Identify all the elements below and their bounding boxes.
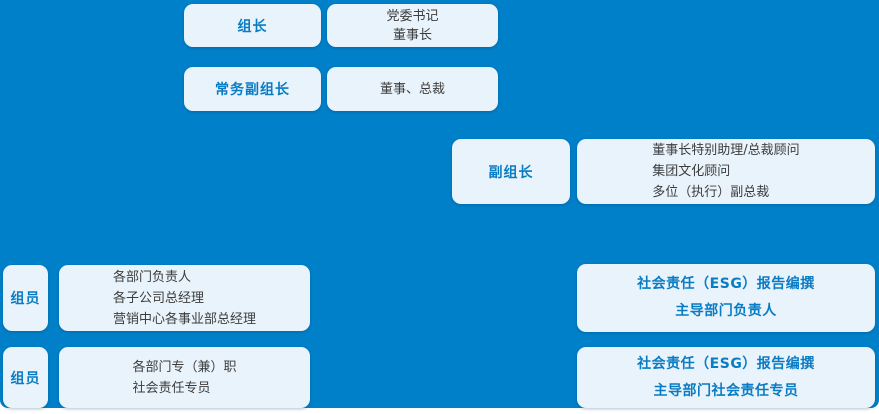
- node-member2-role-label: 组员: [10, 370, 41, 387]
- member-line: 董事、总裁: [379, 81, 445, 97]
- member-line: 集团文化顾问: [652, 164, 731, 179]
- member-line: 社会责任专员: [132, 380, 211, 396]
- member-line: 董事长特别助理/总裁顾问: [652, 143, 800, 158]
- esg-line: 主导部门负责人: [675, 303, 777, 319]
- esg-panel-lead-department-text: 社会责任（ESG）报告编撰 主导部门负责人: [637, 271, 815, 325]
- member-line: 各部门专（兼）职: [132, 359, 237, 375]
- node-leader-role-label: 组长: [237, 18, 268, 35]
- node-exec-deputy-role: 常务副组长: [184, 67, 321, 111]
- node-deputy-role-label: 副组长: [488, 164, 534, 181]
- esg-line: 主导部门社会责任专员: [653, 382, 799, 399]
- esg-panel-lead-department: 社会责任（ESG）报告编撰 主导部门负责人: [577, 264, 875, 332]
- esg-line: 社会责任（ESG）报告编撰: [637, 276, 815, 292]
- esg-panel-lead-specialist-text: 社会责任（ESG）报告编撰 主导部门社会责任专员: [637, 351, 815, 405]
- node-exec-deputy-role-label: 常务副组长: [215, 82, 290, 98]
- node-member1-role: 组员: [3, 265, 48, 331]
- node-leader-role: 组长: [184, 4, 321, 47]
- node-member2-members: 各部门专（兼）职 社会责任专员: [59, 347, 310, 408]
- member-line: 各子公司总经理: [112, 290, 204, 306]
- esg-line: 社会责任（ESG）报告编撰: [637, 355, 815, 372]
- member-line: 党委书记: [386, 8, 439, 24]
- node-leader-members: 党委书记 董事长: [327, 4, 498, 47]
- node-member2-role: 组员: [3, 347, 48, 408]
- node-member2-members-text: 各部门专（兼）职 社会责任专员: [132, 357, 236, 399]
- esg-panel-lead-specialist: 社会责任（ESG）报告编撰 主导部门社会责任专员: [577, 347, 875, 408]
- member-line: 多位（执行）副总裁: [652, 185, 770, 200]
- member-line: 董事长: [392, 27, 432, 43]
- member-line: 各部门负责人: [112, 269, 191, 285]
- node-deputy-members: 董事长特别助理/总裁顾问 集团文化顾问 多位（执行）副总裁: [577, 139, 875, 204]
- node-deputy-members-text: 董事长特别助理/总裁顾问 集团文化顾问 多位（执行）副总裁: [652, 140, 799, 203]
- node-leader-members-text: 党委书记 董事长: [386, 7, 438, 45]
- node-deputy-role: 副组长: [452, 139, 570, 204]
- node-exec-deputy-members-text: 董事、总裁: [380, 79, 445, 100]
- node-member1-role-label: 组员: [10, 291, 41, 307]
- node-member1-members: 各部门负责人 各子公司总经理 营销中心各事业部总经理: [59, 265, 310, 331]
- node-member1-members-text: 各部门负责人 各子公司总经理 营销中心各事业部总经理: [113, 267, 256, 330]
- node-exec-deputy-members: 董事、总裁: [327, 67, 498, 111]
- member-line: 营销中心各事业部总经理: [112, 311, 256, 327]
